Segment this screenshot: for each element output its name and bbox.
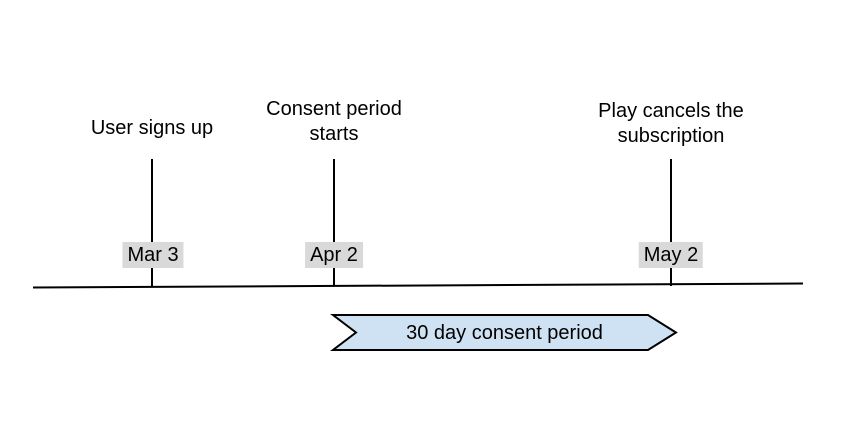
event-title-consent-period-starts: Consent period starts	[266, 98, 402, 145]
date-label-apr-2: Apr 2	[305, 242, 363, 268]
consent-period-banner-label: 30 day consent period	[406, 322, 603, 344]
date-label-mar-3: Mar 3	[122, 242, 184, 268]
event-tick-line-may-2	[670, 159, 672, 286]
consent-period-banner-shape	[330, 314, 678, 351]
timeline-axis-line	[32, 282, 804, 289]
event-tick-line-apr-2	[333, 159, 335, 286]
event-tick-line-mar-3	[151, 159, 153, 286]
event-title-user-signs-up: User signs up	[90, 117, 214, 139]
event-title-play-cancels-subscription: Play cancels the subscription	[598, 100, 744, 147]
date-label-may-2: May 2	[638, 242, 704, 268]
